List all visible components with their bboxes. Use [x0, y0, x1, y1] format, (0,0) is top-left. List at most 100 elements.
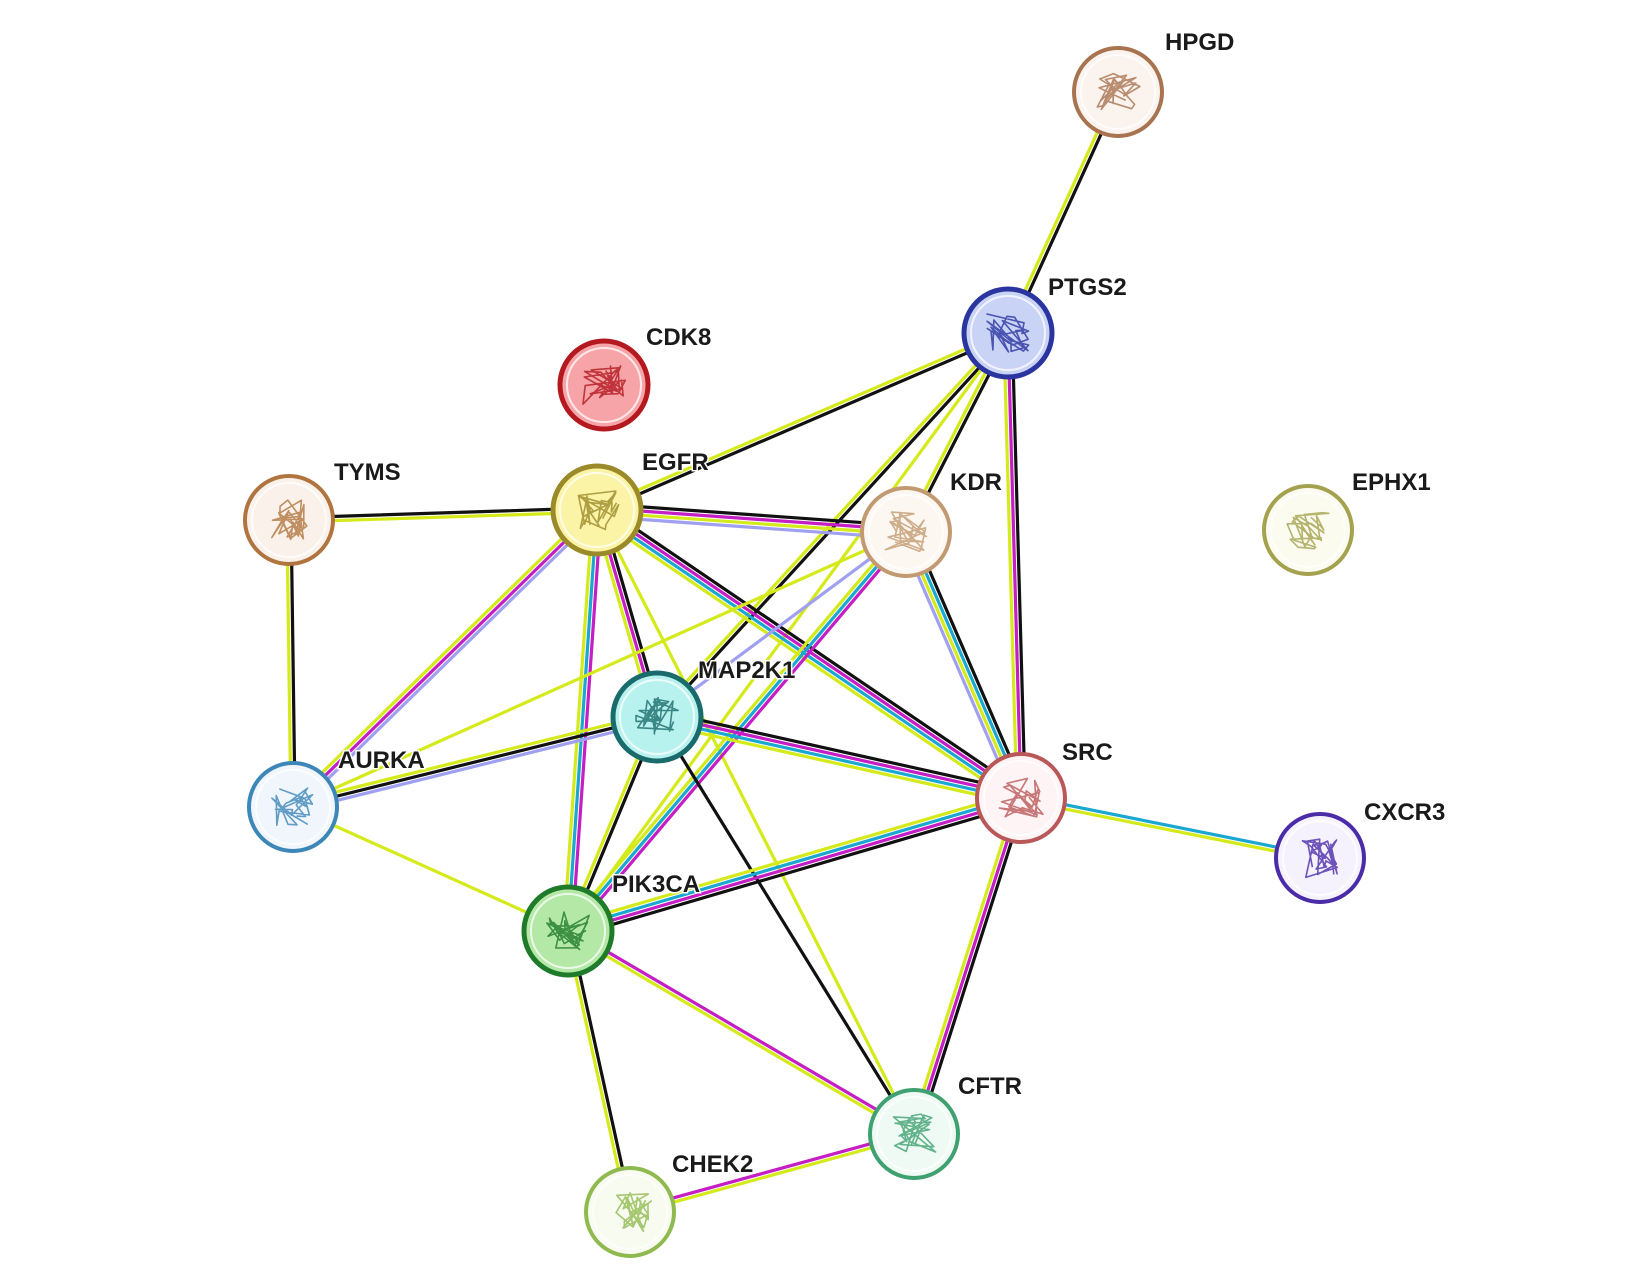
edge-line-black	[568, 802, 1025, 939]
node-aurka[interactable]: AURKA	[247, 746, 426, 853]
edge-line-black	[655, 715, 916, 1136]
node-inner-ring	[868, 494, 944, 570]
edge-src-cftr[interactable]	[908, 795, 1027, 1137]
node-label-cxcr3: CXCR3	[1364, 799, 1445, 826]
node-label-egfr: EGFR	[642, 449, 709, 476]
protein-structure-icon	[271, 499, 308, 541]
node-ptgs2[interactable]: PTGS2	[961, 273, 1128, 380]
edge-line-yellow	[287, 510, 599, 524]
edge-ptgs2-egfr[interactable]	[594, 329, 1011, 514]
edge-line-lavender	[294, 511, 602, 812]
node-circle	[557, 338, 651, 432]
node-ephx1[interactable]: EPHX1	[1262, 468, 1432, 576]
node-hpgd[interactable]: HPGD	[1072, 28, 1236, 138]
edge-pik3ca-cftr[interactable]	[565, 927, 917, 1138]
protein-structure-icon	[635, 696, 679, 735]
edge-src-cxcr3[interactable]	[1018, 794, 1323, 862]
node-label-pik3ca: PIK3CA	[612, 871, 700, 898]
edge-kdr-aurka[interactable]	[291, 530, 908, 809]
edge-line-yellow	[290, 711, 658, 805]
edge-line-magenta	[912, 796, 1023, 1136]
edge-line-lavender	[292, 719, 660, 813]
node-inner-ring	[251, 482, 327, 558]
edge-line-cyan	[906, 529, 1025, 799]
edge-line-cyan	[1019, 794, 1323, 858]
edge-line-yellow	[564, 929, 630, 1215]
edge-tyms-aurka[interactable]	[285, 518, 297, 809]
protein-structure-icon	[986, 313, 1030, 353]
edge-line-black	[1010, 331, 1027, 800]
node-label-tyms: TYMS	[334, 459, 401, 486]
node-label-kdr: KDR	[950, 469, 1002, 496]
edge-line-yellow	[654, 721, 1022, 806]
edge-kdr-map2k1[interactable]	[655, 530, 908, 719]
node-tyms[interactable]: TYMS	[243, 458, 402, 566]
node-label-aurka: AURKA	[338, 747, 425, 774]
edge-line-yellow	[908, 795, 1019, 1135]
edge-line-yellow	[565, 931, 915, 1138]
node-cxcr3[interactable]: CXCR3	[1274, 798, 1447, 904]
edge-tyms-egfr[interactable]	[287, 506, 599, 524]
edge-map2k1-aurka[interactable]	[290, 711, 660, 813]
node-inner-ring	[255, 769, 331, 845]
node-cftr[interactable]: CFTR	[868, 1072, 1023, 1180]
node-circle	[1262, 484, 1354, 576]
node-inner-ring	[530, 893, 606, 969]
node-label-map2k1: MAP2K1	[698, 657, 795, 684]
edge-kdr-src[interactable]	[898, 527, 1029, 803]
node-label-src: SRC	[1062, 739, 1113, 766]
edge-line-yellow	[595, 508, 916, 1136]
edge-line-yellow	[594, 329, 1009, 510]
protein-structure-icon	[892, 1113, 937, 1153]
node-circle	[1072, 46, 1164, 138]
edge-line-yellow	[285, 518, 293, 809]
edge-egfr-kdr[interactable]	[594, 502, 909, 540]
node-label-chek2: CHEK2	[672, 1151, 753, 1178]
edge-line-black	[291, 715, 659, 809]
node-inner-ring	[566, 347, 642, 423]
edge-line-black	[289, 518, 297, 809]
edge-map2k1-src[interactable]	[654, 709, 1024, 806]
edge-aurka-pik3ca[interactable]	[291, 805, 570, 933]
node-pik3ca[interactable]: PIK3CA	[521, 870, 702, 978]
edge-line-yellow	[562, 508, 595, 933]
node-cdk8[interactable]: CDK8	[557, 323, 713, 432]
edge-ptgs2-src[interactable]	[1002, 331, 1027, 800]
node-inner-ring	[970, 295, 1046, 371]
protein-structure-icon	[271, 787, 314, 826]
node-src[interactable]: SRC	[975, 738, 1114, 844]
edge-line-lavender	[655, 530, 908, 719]
edge-line-black	[910, 527, 1029, 798]
edge-line-cyan	[565, 794, 1023, 931]
protein-structure-icon	[615, 1192, 652, 1233]
protein-structure-icon	[1096, 72, 1141, 111]
edge-pik3ca-chek2[interactable]	[564, 928, 634, 1215]
node-egfr[interactable]: EGFR	[550, 448, 710, 557]
edges-layer	[285, 89, 1323, 1216]
edge-line-yellow	[291, 805, 570, 933]
edge-egfr-cftr[interactable]	[595, 508, 916, 1136]
node-chek2[interactable]: CHEK2	[584, 1150, 755, 1258]
edge-line-black	[595, 502, 909, 528]
node-label-cftr: CFTR	[958, 1073, 1022, 1100]
node-inner-ring	[619, 679, 695, 755]
edge-line-magenta	[595, 506, 908, 532]
protein-structure-icon	[1301, 838, 1339, 879]
node-kdr[interactable]: KDR	[860, 468, 1004, 578]
protein-structure-icon	[1286, 511, 1330, 550]
edge-line-magenta	[567, 927, 917, 1134]
node-label-cdk8: CDK8	[646, 324, 711, 351]
edge-line-lavender	[898, 532, 1017, 803]
edge-line-yellow	[288, 505, 596, 806]
edge-egfr-pik3ca[interactable]	[562, 508, 603, 933]
edge-src-pik3ca[interactable]	[564, 790, 1025, 939]
edge-map2k1-cftr[interactable]	[655, 715, 916, 1136]
edge-egfr-aurka[interactable]	[288, 505, 602, 812]
edge-line-magenta	[566, 798, 1024, 935]
edge-line-cyan	[566, 508, 599, 933]
node-map2k1[interactable]: MAP2K1	[610, 656, 797, 764]
edge-line-magenta	[291, 508, 599, 809]
edge-chek2-cftr[interactable]	[627, 1130, 917, 1216]
node-circle	[247, 761, 339, 853]
